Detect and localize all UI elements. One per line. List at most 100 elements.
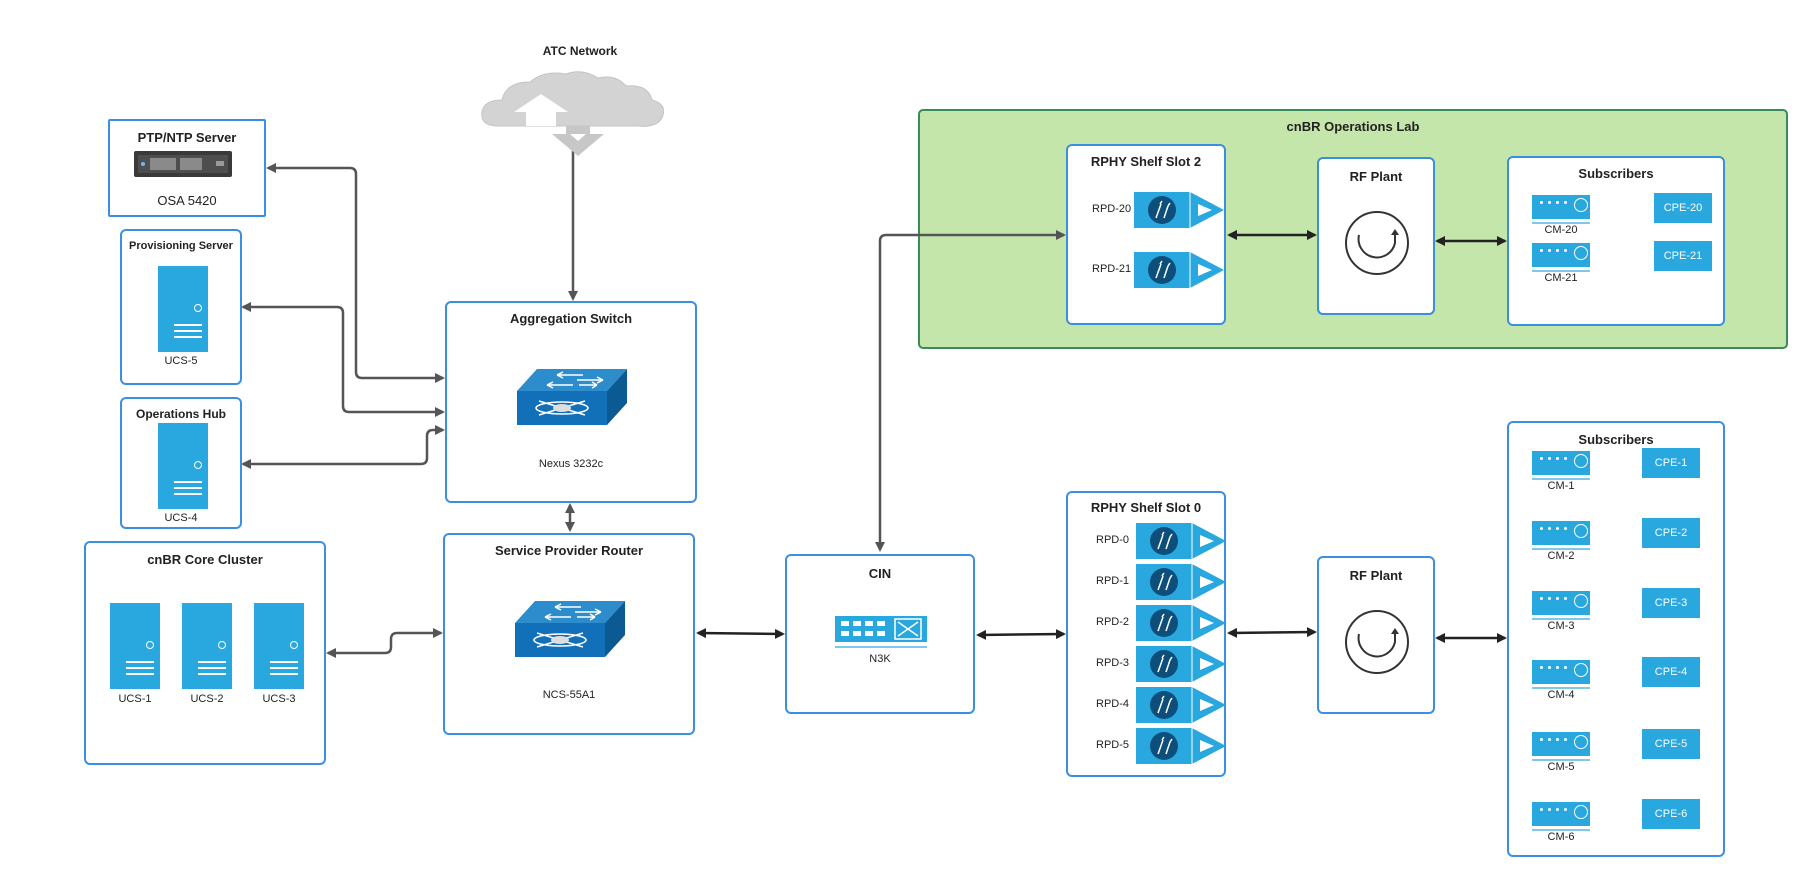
globe-icon <box>1574 454 1588 468</box>
globe-icon <box>1574 805 1588 819</box>
rpd-device[interactable] <box>1136 605 1226 641</box>
globe-icon <box>1574 246 1588 260</box>
subscribers-bottom-title: Subscribers <box>1578 432 1654 447</box>
core-cluster-box[interactable]: cnBR Core Cluster UCS-1 UCS-2 UCS-3 <box>84 541 326 765</box>
globe-icon <box>1574 594 1588 608</box>
aggregation-switch-box[interactable]: Aggregation Switch Nexus 3232c <box>445 301 697 503</box>
core-cluster-title: cnBR Core Cluster <box>147 552 263 567</box>
link-shelf0-rf <box>1227 627 1317 638</box>
cable-modem-icon[interactable] <box>1532 660 1590 689</box>
cable-modem-label: CM-3 <box>1547 620 1575 632</box>
cable-modem-label: CM-4 <box>1547 689 1575 701</box>
rpd-device[interactable] <box>1136 728 1226 764</box>
rf-plant-bottom-box[interactable]: RF Plant <box>1317 556 1435 714</box>
network-switch-icon <box>835 616 927 648</box>
server-icon <box>110 603 160 689</box>
sp-router-box[interactable]: Service Provider Router NCS-55A1 <box>443 533 695 735</box>
cable-modem-label: CM-21 <box>1544 272 1578 284</box>
ptp-server-box[interactable]: PTP/NTP Server OSA 5420 <box>108 119 266 217</box>
rpd-icon <box>1134 192 1224 228</box>
rpd-device[interactable] <box>1134 192 1224 228</box>
server-icon <box>254 603 304 689</box>
cable-modem-label: CM-2 <box>1547 550 1575 562</box>
router-icon <box>515 601 625 657</box>
link-router-cin <box>696 628 785 639</box>
rpd-device[interactable] <box>1136 687 1226 723</box>
operations-hub-device-label: UCS-4 <box>164 512 198 524</box>
aggregation-switch-device-label: Nexus 3232c <box>538 458 604 470</box>
cpe-device[interactable]: CPE-21 <box>1654 241 1712 271</box>
cable-modem-icon[interactable] <box>1532 802 1590 831</box>
cable-modem-icon[interactable] <box>1532 451 1590 480</box>
cin-box[interactable]: CIN N3K <box>785 554 975 714</box>
cable-modem-label: CM-5 <box>1547 761 1575 773</box>
cpe-device[interactable]: CPE-6 <box>1642 799 1700 829</box>
provisioning-server-box[interactable]: Provisioning Server UCS-5 <box>120 229 242 385</box>
cable-modem-icon[interactable] <box>1532 521 1590 550</box>
globe-icon <box>1574 524 1588 538</box>
atc-network-title: ATC Network <box>542 44 618 58</box>
sp-router-title: Service Provider Router <box>494 543 644 558</box>
cable-modem-icon[interactable] <box>1532 732 1590 761</box>
ptp-device-label: OSA 5420 <box>157 193 217 208</box>
server-icon <box>158 423 208 509</box>
server-icon <box>182 603 232 689</box>
rf-plant-bottom-title: RF Plant <box>1349 568 1403 583</box>
cpe-device[interactable]: CPE-1 <box>1642 448 1700 478</box>
link-cin-shelf0 <box>976 629 1066 640</box>
rpd-icon <box>1136 687 1226 723</box>
rf-plant-top-title: RF Plant <box>1349 169 1403 184</box>
ucs-3-label: UCS-3 <box>262 693 296 705</box>
cpe-device[interactable]: CPE-4 <box>1642 657 1700 687</box>
rpd-label: RPD-20 <box>1092 203 1132 215</box>
cloud-icon <box>481 71 665 156</box>
provisioning-title: Provisioning Server <box>129 240 233 252</box>
cable-modem-icon[interactable] <box>1532 591 1590 620</box>
rpd-label: RPD-2 <box>1096 616 1130 628</box>
rpd-device[interactable] <box>1134 252 1224 288</box>
cin-title: CIN <box>868 566 892 581</box>
rpd-device[interactable] <box>1136 646 1226 682</box>
rpd-icon <box>1136 564 1226 600</box>
cpe-device[interactable]: CPE-5 <box>1642 729 1700 759</box>
rpd-label: RPD-21 <box>1092 263 1132 275</box>
provisioning-device-label: UCS-5 <box>164 355 198 367</box>
rpd-icon <box>1136 523 1226 559</box>
globe-icon <box>1574 735 1588 749</box>
ptp-server-title: PTP/NTP Server <box>137 130 237 145</box>
cpe-device[interactable]: CPE-2 <box>1642 518 1700 548</box>
rpd-device[interactable] <box>1136 523 1226 559</box>
rpd-label: RPD-4 <box>1096 698 1130 710</box>
subscribers-top-title: Subscribers <box>1578 166 1654 181</box>
rpd-device[interactable] <box>1136 564 1226 600</box>
cin-device-label: N3K <box>869 653 891 665</box>
rpd-label: RPD-5 <box>1096 739 1130 751</box>
rphy-shelf-0-title: RPHY Shelf Slot 0 <box>1090 500 1202 515</box>
cable-modem-label: CM-20 <box>1544 224 1578 236</box>
rpd-label: RPD-0 <box>1096 534 1130 546</box>
cpe-device[interactable]: CPE-20 <box>1654 193 1712 223</box>
link-hub-agg <box>241 425 445 469</box>
rf-plant-icon <box>1345 211 1409 275</box>
cpe-device[interactable]: CPE-3 <box>1642 588 1700 618</box>
rpd-label: RPD-3 <box>1096 657 1130 669</box>
globe-icon <box>1574 198 1588 212</box>
link-ptp-agg <box>266 163 445 383</box>
link-prov-agg <box>241 302 445 417</box>
ucs-2-label: UCS-2 <box>190 693 224 705</box>
rf-plant-icon <box>1345 610 1409 674</box>
cable-modem-label: CM-1 <box>1547 480 1575 492</box>
cable-modem-icon[interactable] <box>1532 195 1590 224</box>
sp-router-device-label: NCS-55A1 <box>542 689 596 701</box>
rf-plant-top-box[interactable]: RF Plant <box>1317 157 1435 315</box>
aggregation-switch-title: Aggregation Switch <box>509 311 633 326</box>
operations-hub-box[interactable]: Operations Hub UCS-4 <box>120 397 242 529</box>
link-cin-shelf2 <box>875 230 1066 552</box>
cable-modem-icon[interactable] <box>1532 243 1590 272</box>
rack-server-icon <box>134 151 232 177</box>
rpd-label: RPD-1 <box>1096 575 1130 587</box>
